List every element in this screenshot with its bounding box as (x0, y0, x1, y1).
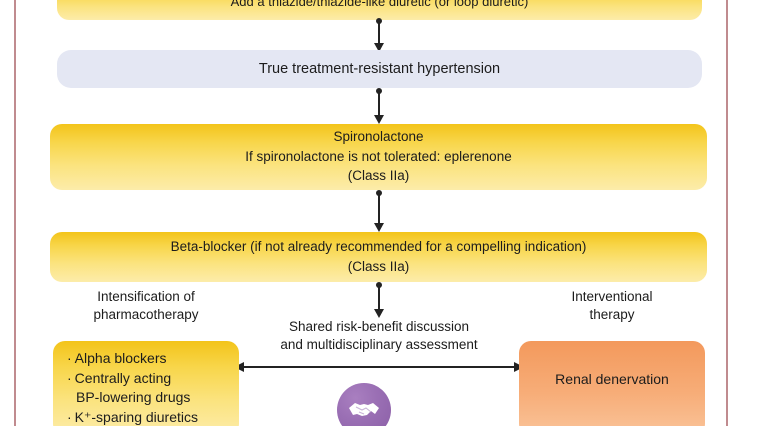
list-item: ·K⁺-sparing diuretics (67, 409, 198, 426)
heading-interventional-therapy: Interventional therapy (519, 288, 705, 323)
handshake-icon (337, 383, 391, 426)
shared-decision-line1: Shared risk-benefit discussion (288, 319, 470, 334)
box-true-resistant-hypertension-text: True treatment-resistant hypertension (258, 60, 501, 77)
connector-arrow-1 (374, 18, 384, 52)
shared-decision-text: Shared risk-benefit discussion and multi… (248, 318, 510, 353)
box-beta-blocker: Beta-blocker (if not already recommended… (50, 232, 707, 282)
box-true-resistant-hypertension: True treatment-resistant hypertension (57, 50, 702, 88)
box-spironolactone-class: (Class IIa) (347, 168, 410, 184)
box-pharmacotherapy-options: ·Alpha blockers ·Centrally acting BP-low… (53, 341, 239, 426)
box-renal-denervation: Renal denervation (519, 341, 705, 426)
page-frame-rule-left (14, 0, 16, 426)
bullet-icon: · (67, 369, 72, 386)
bullet-icon: · (67, 408, 72, 425)
heading-interventional-line2: therapy (589, 306, 635, 322)
heading-interventional-line1: Interventional (571, 289, 653, 304)
box-spironolactone: Spironolactone If spironolactone is not … (50, 124, 707, 190)
box-renal-denervation-text: Renal denervation (555, 371, 669, 387)
heading-pharmacotherapy-line2: pharmacotherapy (93, 306, 199, 322)
arrow-head-left (234, 362, 244, 372)
list-item-label: Centrally acting (74, 369, 172, 386)
bullet-icon: · (67, 350, 72, 366)
list-item-label: Alpha blockers (74, 350, 167, 366)
connector-arrow-3 (374, 190, 384, 232)
box-beta-blocker-class: (Class IIa) (347, 258, 410, 274)
page-frame-rule-right (726, 0, 728, 426)
shared-decision-line2: and multidisciplinary assessment (280, 336, 478, 352)
list-item: ·Alpha blockers (67, 350, 167, 368)
heading-pharmacotherapy-line1: Intensification of (97, 289, 195, 304)
box-beta-blocker-line1: Beta-blocker (if not already recommended… (170, 238, 587, 254)
heading-intensification-of-pharmacotherapy: Intensification of pharmacotherapy (53, 288, 239, 323)
box-add-diuretic-text: Add a thiazide/thiazide-like diuretic (o… (230, 0, 529, 9)
box-spironolactone-line2: If spironolactone is not tolerated: eple… (245, 148, 512, 164)
list-item-label: K⁺-sparing diuretics (74, 408, 198, 425)
box-add-diuretic: Add a thiazide/thiazide-like diuretic (o… (57, 0, 702, 20)
connector-bidirectional-arrow (234, 362, 524, 372)
list-item: ·Centrally acting (67, 370, 171, 388)
connector-arrow-2 (374, 88, 384, 124)
list-item-continuation: BP-lowering drugs (76, 389, 191, 405)
connector-arrow-4 (374, 282, 384, 318)
box-spironolactone-line1: Spironolactone (333, 128, 424, 144)
